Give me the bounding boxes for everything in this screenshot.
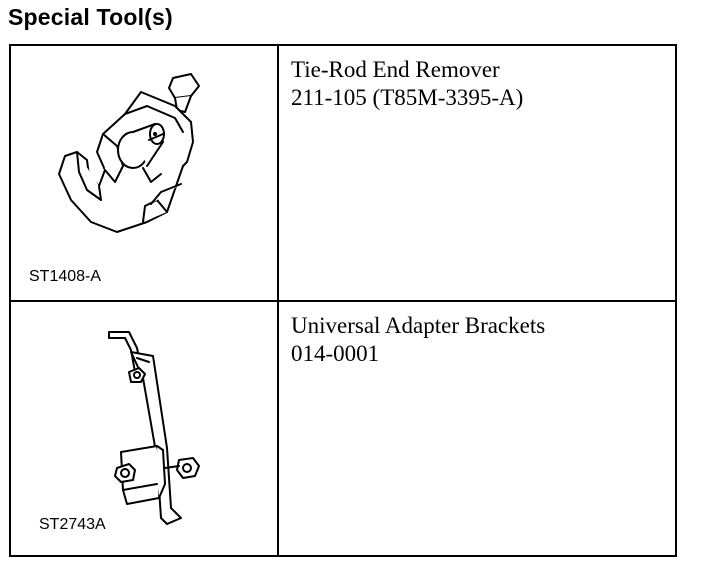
tool-illustration-cell: ST1408-A xyxy=(11,46,279,302)
tool-number: 211-105 (T85M-3395-A) xyxy=(291,85,524,110)
tool-name: Tie-Rod End Remover xyxy=(291,57,500,82)
tool-code: ST1408-A xyxy=(29,268,102,285)
special-tools-table: ST1408-A Tie-Rod End Remover 211-105 (T8… xyxy=(9,44,677,557)
tool-description-cell: Universal Adapter Brackets 014-0001 xyxy=(279,302,675,555)
tie-rod-end-remover-icon xyxy=(58,73,200,233)
page-title: Special Tool(s) xyxy=(8,4,173,30)
tool-description-cell: Tie-Rod End Remover 211-105 (T85M-3395-A… xyxy=(279,46,675,302)
tool-illustration-cell: ST2743A xyxy=(11,302,279,555)
universal-adapter-brackets-icon xyxy=(108,331,200,525)
tool-number: 014-0001 xyxy=(291,341,380,366)
tool-name: Universal Adapter Brackets xyxy=(291,313,546,338)
tool-code: ST2743A xyxy=(39,516,106,533)
